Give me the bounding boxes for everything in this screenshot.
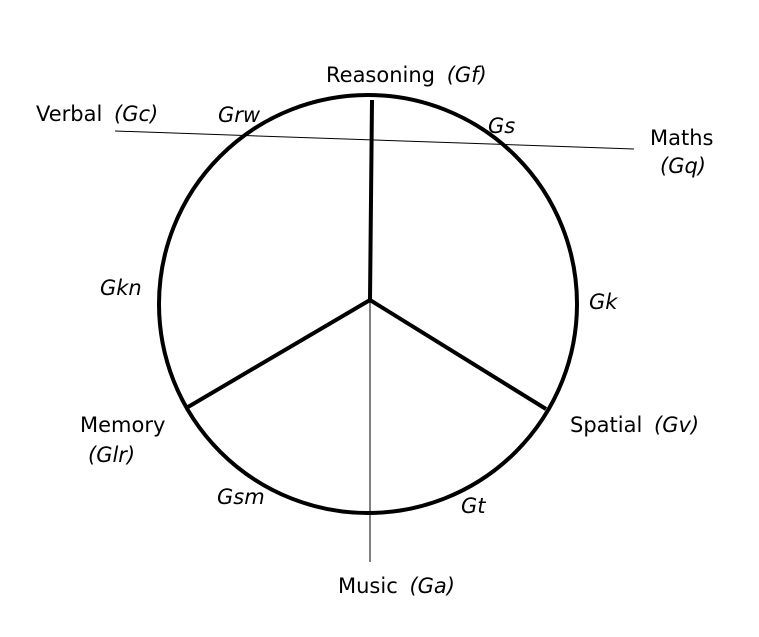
ability-label-maths-code: (Gq) [660, 154, 706, 178]
sub-ability-gk: Gk [589, 290, 618, 314]
reasoning-spoke [368, 99, 374, 301]
ability-label-verbal: Verbal (Gc) [36, 102, 158, 126]
ability-label-reasoning: Reasoning (Gf) [326, 63, 487, 87]
sub-ability-gt: Gt [461, 494, 486, 518]
verbal-maths-axis-line [114, 130, 635, 150]
ability-label-memory-code: (Glr) [88, 443, 135, 467]
ability-label-memory-name: Memory [80, 413, 165, 437]
sub-ability-gsm: Gsm [217, 485, 265, 509]
ability-label-spatial: Spatial (Gv) [570, 413, 699, 437]
memory-spoke [186, 298, 372, 409]
spatial-spoke [368, 298, 548, 411]
ability-label-music: Music (Ga) [338, 574, 455, 598]
ability-circle [157, 93, 579, 515]
sub-ability-gs: Gs [488, 114, 515, 138]
sub-ability-grw: Grw [218, 103, 261, 127]
sub-ability-gkn: Gkn [100, 276, 142, 300]
ability-label-maths-name: Maths [650, 126, 713, 150]
